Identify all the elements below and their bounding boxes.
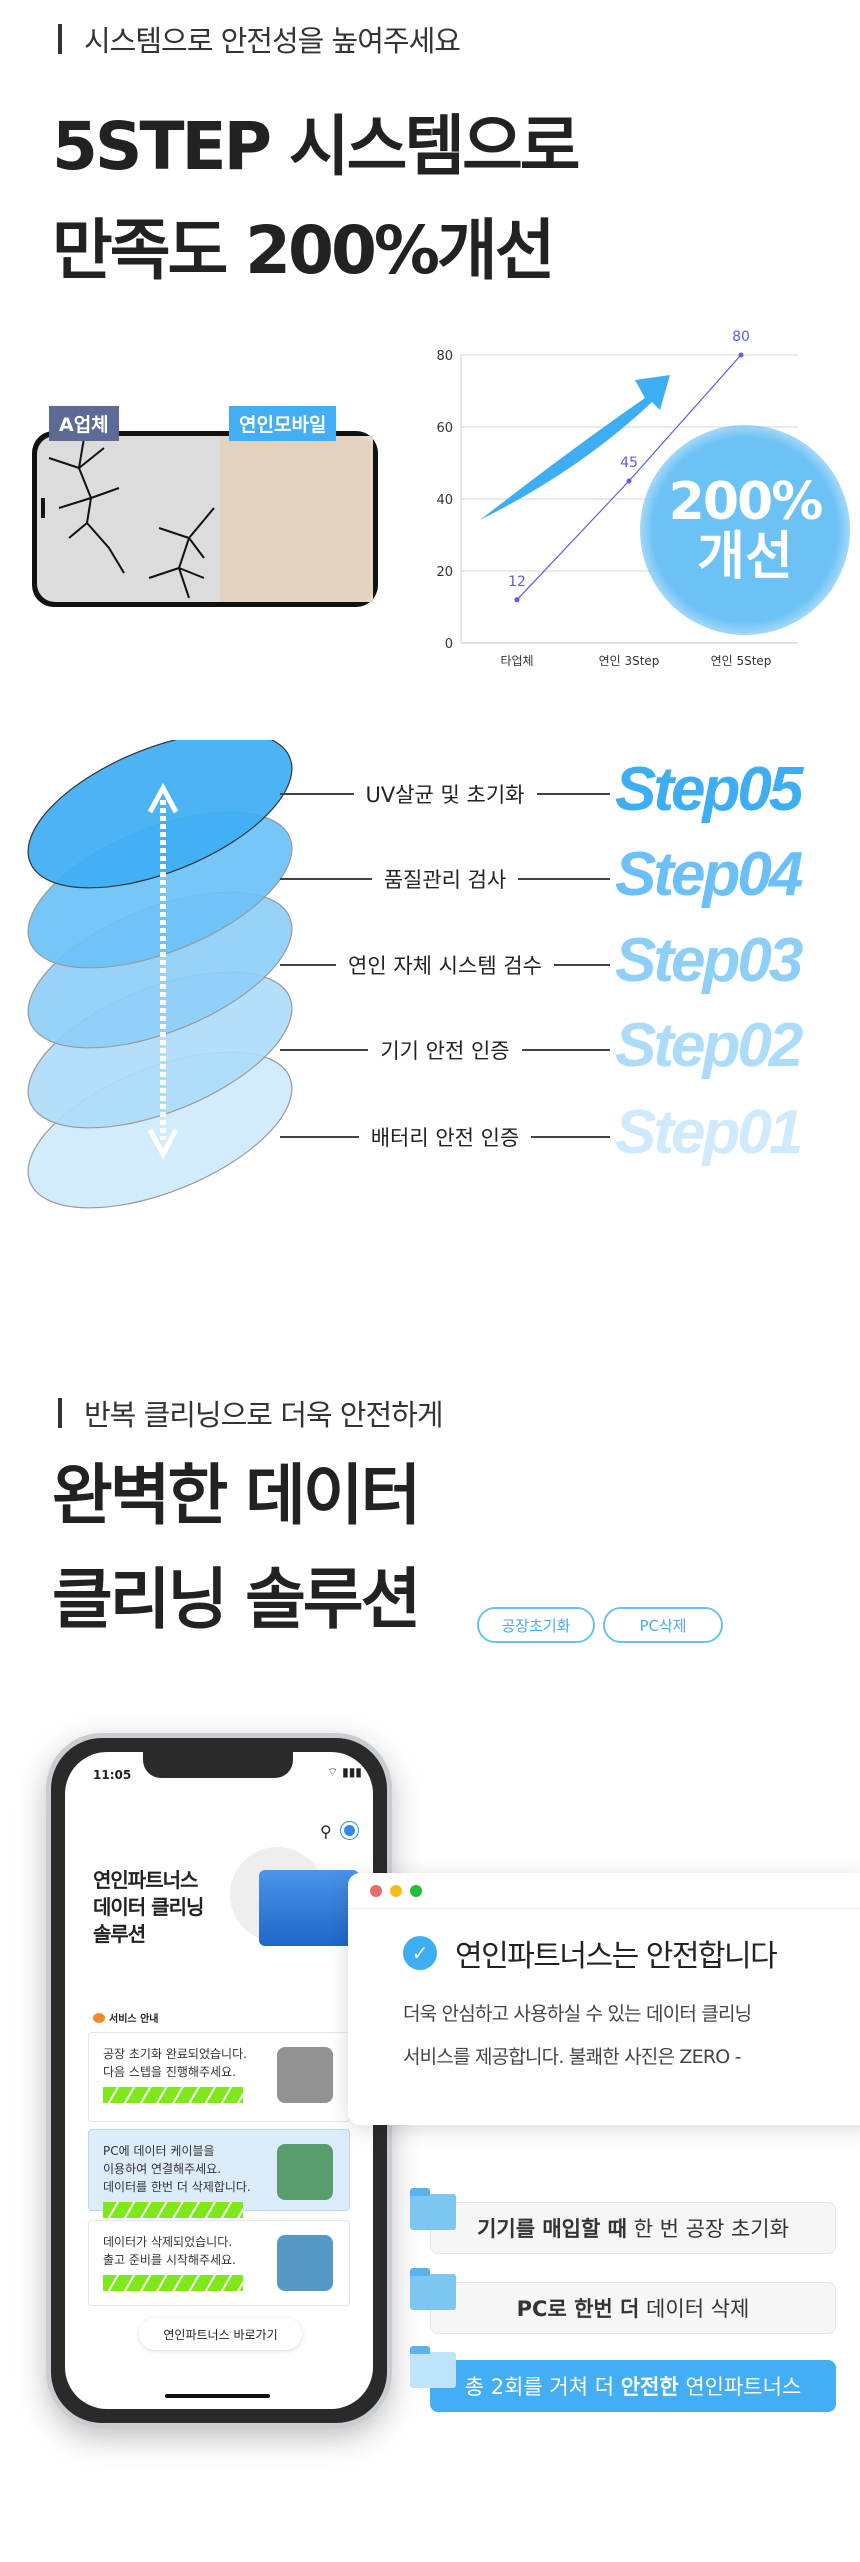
- competitor-tag: A업체: [49, 406, 119, 441]
- step-number: Step01: [615, 1098, 803, 1167]
- cracked-phone-illustration: [32, 431, 378, 607]
- step-number: Step03: [615, 926, 803, 995]
- service-step-card: 데이터가 삭제되었습니다.출고 준비를 시작해주세요.: [88, 2220, 350, 2306]
- divider: [58, 24, 62, 54]
- profile-icon[interactable]: [341, 1822, 358, 1839]
- step-layers-illustration: [27, 740, 293, 1209]
- brand-tag: 연인모바일: [229, 406, 337, 441]
- x-tick-label: 타업체: [500, 654, 533, 668]
- subtitle-text: 시스템으로 안전성을 높여주세요: [84, 24, 461, 58]
- pill-pc-delete: PC삭제: [603, 1607, 723, 1643]
- section2-subtitle: 반복 클리닝으로 더욱 안전하게: [58, 1392, 443, 1434]
- progress-bar: [103, 2087, 243, 2103]
- phone-comparison-image: A업체 연인모바일: [29, 406, 381, 610]
- folder-icon: [410, 2188, 456, 2230]
- badge-label: 개선: [697, 527, 793, 587]
- maximize-dot-icon[interactable]: [410, 1884, 422, 1897]
- notch: [143, 1752, 293, 1778]
- feature-row: PC로 한번 더 데이터 삭제: [430, 2282, 836, 2334]
- badge-percent: 200%: [668, 472, 824, 533]
- y-tick-label: 40: [436, 493, 453, 508]
- x-tick-label: 연인 3Step: [599, 654, 660, 668]
- folder-illustration: [259, 1870, 359, 1946]
- title-line: 5STEP 시스템으로: [52, 108, 581, 185]
- data-point: [738, 352, 744, 358]
- step-label: 품질관리 검사: [280, 864, 611, 894]
- emoji-icon: [93, 2012, 105, 2023]
- title-line: 완벽한 데이터: [52, 1457, 421, 1534]
- subtitle-text: 반복 클리닝으로 더욱 안전하게: [84, 1398, 443, 1432]
- step-number: Step02: [615, 1011, 803, 1080]
- feature-row: 기기를 매입할 때 한 번 공장 초기화: [430, 2202, 836, 2254]
- y-tick-label: 0: [445, 637, 453, 652]
- window-controls: [348, 1873, 860, 1909]
- section1-title: 5STEP 시스템으로 만족도 200%개선: [52, 95, 581, 303]
- y-tick-label: 80: [436, 349, 453, 364]
- data-point: [626, 478, 632, 484]
- magnifier-icon: [277, 2235, 333, 2291]
- data-label: 45: [620, 455, 638, 471]
- section2-title: 완벽한 데이터 클리닝 솔루션: [52, 1444, 421, 1652]
- go-to-partners-button[interactable]: 연인파트너스 바로가기: [139, 2318, 302, 2350]
- home-indicator: [165, 2394, 270, 2398]
- close-dot-icon[interactable]: [370, 1884, 382, 1897]
- circuit-board-icon: [277, 2144, 333, 2200]
- feature-row-highlight: 총 2회를 거쳐 더 안전한 연인파트너스: [430, 2360, 836, 2412]
- title-line: 만족도 200%개선: [52, 212, 555, 289]
- step-label: 기기 안전 인증: [280, 1035, 610, 1065]
- progress-bar: [103, 2275, 243, 2291]
- service-guide-label: 서비스 안내: [93, 2010, 158, 2025]
- popup-body: 서비스를 제공합니다. 불쾌한 사진은 ZERO -: [403, 2046, 741, 2068]
- data-label: 80: [732, 329, 750, 345]
- improvement-badge: 200% 개선: [640, 425, 850, 635]
- status-time: 11:05: [93, 1768, 132, 1782]
- step-label: 연인 자체 시스템 검수: [280, 950, 610, 980]
- step-label: 배터리 안전 인증: [280, 1122, 610, 1152]
- popup-body: 더욱 안심하고 사용하실 수 있는 데이터 클리닝: [403, 2003, 752, 2025]
- machine-icon: [277, 2047, 333, 2103]
- service-step-card: 공장 초기화 완료되었습니다.다음 스텝을 진행해주세요.: [88, 2032, 350, 2122]
- popup-title: 연인파트너스는 안전합니다: [455, 1939, 778, 1974]
- pill-factory-reset: 공장초기화: [477, 1607, 595, 1643]
- section1-subtitle: 시스템으로 안전성을 높여주세요: [58, 18, 461, 60]
- data-point: [514, 597, 520, 603]
- data-label: 12: [508, 574, 526, 590]
- search-icon[interactable]: ⚲: [320, 1822, 332, 1841]
- wifi-battery-icon: ⌔ ▮▮▮: [327, 1765, 362, 1779]
- safety-popup: ✓ 연인파트너스는 안전합니다 더욱 안심하고 사용하실 수 있는 데이터 클리…: [348, 1873, 860, 2125]
- title-line: 클리닝 솔루션: [52, 1561, 421, 1638]
- x-tick-label: 연인 5Step: [711, 654, 772, 668]
- y-tick-label: 20: [436, 565, 453, 580]
- progress-bar: [103, 2202, 243, 2218]
- step-number: Step05: [615, 755, 803, 824]
- step-label: UV살균 및 초기화: [280, 779, 611, 809]
- step-number: Step04: [615, 840, 803, 909]
- y-tick-label: 60: [436, 421, 453, 436]
- folder-icon: [410, 2268, 456, 2310]
- folder-icon: [410, 2346, 456, 2388]
- minimize-dot-icon[interactable]: [390, 1884, 402, 1897]
- growth-arrow: [480, 375, 670, 520]
- check-icon: ✓: [403, 1936, 437, 1970]
